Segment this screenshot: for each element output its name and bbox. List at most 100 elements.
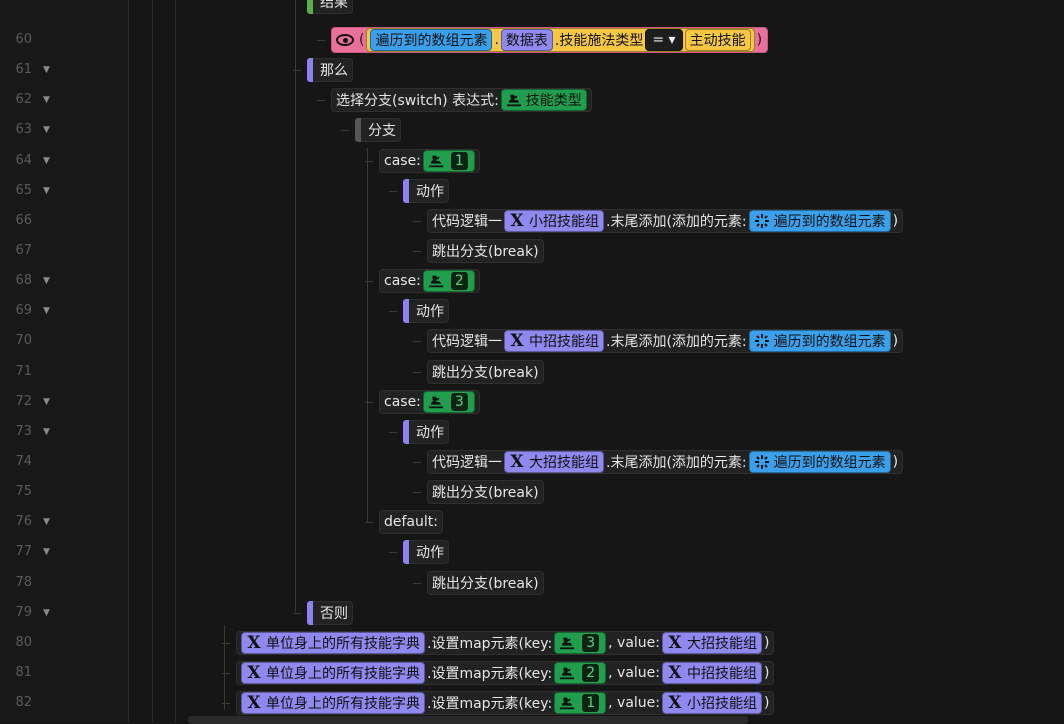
tree-branch (222, 642, 230, 644)
sparkle-icon (754, 213, 770, 229)
parameter-chip[interactable]: 技能类型 (500, 89, 587, 112)
chip-label: 大招技能组 (687, 635, 758, 652)
number-parameter[interactable]: 1 (554, 692, 607, 715)
code-block-line-65[interactable]: 动作 (403, 178, 449, 203)
fold-toggle-icon[interactable]: ▼ (43, 396, 50, 407)
code-block-line-76[interactable]: default: (379, 510, 443, 535)
next-block-partial (188, 716, 748, 724)
number-value[interactable]: 2 (449, 271, 469, 292)
number-value[interactable]: 3 (581, 632, 601, 653)
chip-label: 中招技能组 (529, 334, 599, 351)
line-number: 63 (15, 122, 32, 138)
line-number: 67 (15, 242, 32, 258)
parameter-chip[interactable]: 遍历到的数组元素 (370, 29, 493, 51)
fold-toggle-icon[interactable]: ▼ (43, 607, 50, 618)
line-number: 65 (15, 182, 32, 198)
code-block-line-63[interactable]: 分支 (355, 118, 401, 143)
code-block-line-67[interactable]: 跳出分支(break) (427, 238, 544, 263)
parameter-chip[interactable]: 数据表 (500, 29, 553, 51)
variable-icon: X (510, 210, 524, 231)
number-value[interactable]: 2 (581, 662, 601, 683)
code-text: 代码逻辑一 (432, 213, 502, 230)
fold-toggle-icon[interactable]: ▼ (43, 185, 50, 196)
fold-toggle-icon[interactable]: ▼ (43, 426, 50, 437)
fold-toggle-icon[interactable]: ▼ (43, 95, 50, 106)
parameter-chip[interactable]: X 大招技能组 (662, 631, 763, 654)
tree-connector (367, 148, 368, 523)
code-text: 动作 (416, 304, 444, 321)
fold-toggle-icon[interactable]: ▼ (43, 65, 50, 76)
chip-label: 小招技能组 (529, 213, 599, 230)
line-number: 77 (15, 544, 32, 560)
tree-branch (413, 492, 421, 494)
eye-icon[interactable] (336, 34, 354, 46)
code-block-line-64[interactable]: case:1 (379, 148, 480, 173)
number-value[interactable]: 3 (449, 391, 469, 412)
code-block-line-68[interactable]: case:2 (379, 269, 480, 294)
parameter-chip[interactable]: 遍历到的数组元素 (748, 209, 891, 232)
chip-label: 遍历到的数组元素 (773, 334, 886, 351)
variable-icon: X (668, 632, 682, 653)
number-parameter[interactable]: 3 (554, 631, 607, 654)
number-parameter[interactable]: 3 (422, 390, 475, 413)
tree-branch (389, 190, 397, 192)
number-parameter[interactable]: 2 (554, 661, 607, 684)
fold-toggle-icon[interactable]: ▼ (43, 306, 50, 317)
line-number-gutter (0, 0, 128, 722)
code-block-line-69[interactable]: 动作 (403, 299, 449, 324)
code-block-line-72[interactable]: case:3 (379, 389, 480, 414)
code-block-line-61[interactable]: 那么 (307, 58, 353, 83)
code-text: 选择分支(switch) 表达式: (336, 93, 499, 110)
indent-guide (128, 0, 129, 722)
code-text: 代码逻辑一 (432, 334, 502, 351)
variable-icon: X (668, 662, 682, 683)
code-block-line-73[interactable]: 动作 (403, 419, 449, 444)
code-block-line-59[interactable]: 结果 (307, 0, 353, 14)
code-text: ) (764, 634, 770, 651)
code-block-line-79[interactable]: 否则 (307, 600, 353, 625)
condition-expression[interactable]: 遍历到的数组元素.数据表.技能施法类型= ▾主动技能 (366, 28, 755, 52)
number-parameter[interactable]: 1 (422, 149, 475, 172)
code-block-line-71[interactable]: 跳出分支(break) (427, 359, 544, 384)
chip-label: 单位身上的所有技能字典 (266, 665, 420, 682)
code-block-line-75[interactable]: 跳出分支(break) (427, 480, 544, 505)
parameter-chip[interactable]: X 小招技能组 (504, 209, 604, 232)
line-number: 61 (15, 62, 32, 78)
parameter-chip[interactable]: 遍历到的数组元素 (748, 330, 891, 353)
tree-branch (293, 612, 301, 614)
line-number: 60 (15, 32, 32, 47)
line-number: 72 (15, 393, 32, 409)
code-block-line-78[interactable]: 跳出分支(break) (427, 570, 544, 595)
code-block-line-77[interactable]: 动作 (403, 540, 449, 565)
number-value[interactable]: 1 (449, 150, 469, 171)
parameter-chip[interactable]: 主动技能 (684, 29, 751, 51)
chip-label: 主动技能 (689, 33, 746, 49)
fold-toggle-icon[interactable]: ▼ (43, 155, 50, 166)
number-parameter[interactable]: 2 (422, 270, 475, 293)
fold-toggle-icon[interactable]: ▼ (43, 125, 50, 136)
code-text: ) (756, 32, 763, 48)
parameter-chip[interactable]: 遍历到的数组元素 (748, 450, 891, 473)
operator-dropdown[interactable]: = ▾ (645, 29, 683, 51)
tree-branch (413, 341, 421, 343)
number-value[interactable]: 1 (581, 693, 601, 714)
fold-toggle-icon[interactable]: ▼ (43, 547, 50, 558)
fold-toggle-icon[interactable]: ▼ (43, 517, 50, 528)
code-block-line-62[interactable]: 选择分支(switch) 表达式:技能类型 (331, 88, 592, 113)
code-block-line-60[interactable]: (遍历到的数组元素.数据表.技能施法类型= ▾主动技能) (331, 27, 769, 53)
tree-branch (222, 672, 230, 674)
fold-toggle-icon[interactable]: ▼ (43, 276, 50, 287)
